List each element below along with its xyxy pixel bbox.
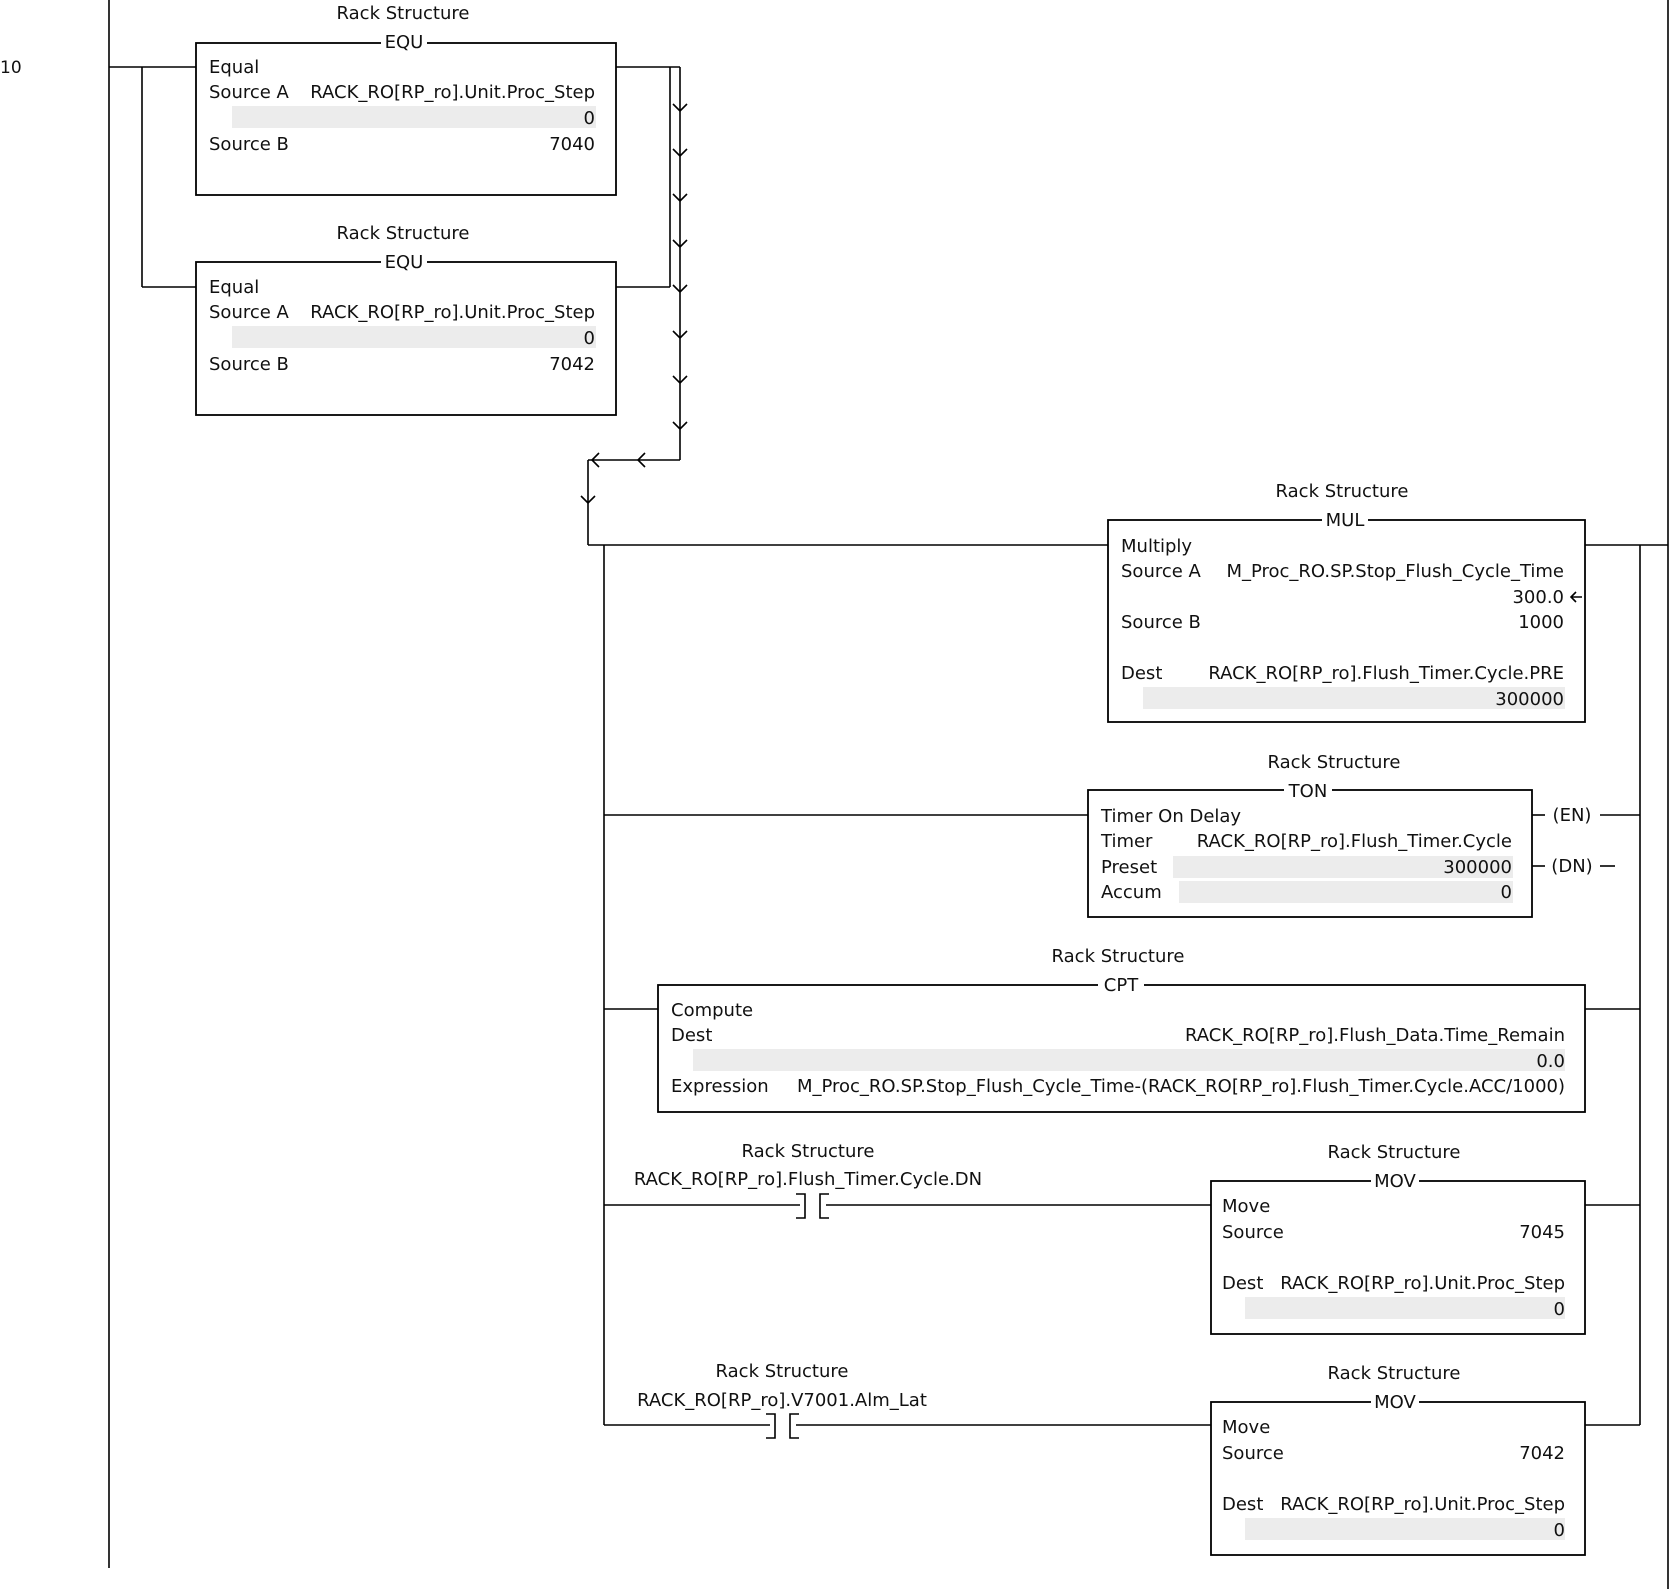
dest-operand[interactable]: RACK_RO[RP_ro].Unit.Proc_Step	[1280, 1494, 1565, 1515]
instruction-tag: Rack Structure	[1276, 481, 1409, 502]
value-field	[1245, 1518, 1565, 1540]
source-b-value[interactable]: 7042	[549, 354, 595, 375]
source-label: Source	[1222, 1443, 1284, 1464]
contact-tag: Rack Structure	[716, 1361, 849, 1382]
dest-value: 0	[1554, 1299, 1565, 1320]
dest-value: 300000	[1495, 689, 1564, 710]
instruction-mnemonic: MUL	[1326, 510, 1365, 531]
dn-bit-label: (DN)	[1551, 856, 1592, 877]
instruction-mnemonic: MOV	[1374, 1392, 1416, 1413]
instruction-title: Equal	[209, 57, 259, 78]
instruction-mnemonic: EQU	[385, 252, 424, 273]
source-b-label: Source B	[209, 354, 289, 375]
instruction-mnemonic: TON	[1288, 781, 1328, 802]
dest-value: 0.0	[1536, 1051, 1565, 1072]
instruction-title: Move	[1222, 1417, 1270, 1438]
ton-instruction[interactable]: Rack Structure TON Timer On Delay Timer …	[1087, 752, 1593, 918]
source-a-operand[interactable]: M_Proc_RO.SP.Stop_Flush_Cycle_Time	[1226, 561, 1564, 582]
equ-instruction-2[interactable]: Rack Structure EQU Equal Source A RACK_R…	[195, 223, 617, 416]
source-value[interactable]: 7042	[1519, 1443, 1565, 1464]
value-field	[1173, 856, 1513, 878]
source-label: Source	[1222, 1222, 1284, 1243]
source-b-value[interactable]: 1000	[1518, 612, 1564, 633]
value-field	[232, 106, 596, 128]
value-field	[1245, 1297, 1565, 1319]
mov-instruction-2[interactable]: Rack Structure MOV Move Source 7042 Dest…	[1210, 1363, 1586, 1556]
contact-right-bracket	[789, 1413, 799, 1439]
source-a-label: Source A	[1121, 561, 1202, 582]
expression-label: Expression	[671, 1076, 769, 1097]
value-field	[1143, 687, 1565, 709]
accum-value[interactable]: 0	[1501, 882, 1512, 903]
instruction-mnemonic: EQU	[385, 32, 424, 53]
value-field	[693, 1049, 1565, 1071]
contact-operand[interactable]: RACK_RO[RP_ro].V7001.Alm_Lat	[637, 1390, 927, 1411]
timer-label: Timer	[1100, 831, 1153, 852]
instruction-tag: Rack Structure	[1052, 946, 1185, 967]
power-flow-arrows	[580, 103, 688, 505]
arrow-left-icon	[1569, 591, 1582, 603]
en-bit-label: (EN)	[1553, 805, 1592, 826]
contact-left-bracket	[766, 1413, 776, 1439]
dest-operand[interactable]: RACK_RO[RP_ro].Flush_Data.Time_Remain	[1185, 1025, 1565, 1046]
instruction-title: Equal	[209, 277, 259, 298]
source-b-label: Source B	[1121, 612, 1201, 633]
timer-operand[interactable]: RACK_RO[RP_ro].Flush_Timer.Cycle	[1197, 831, 1512, 852]
preset-label: Preset	[1101, 857, 1157, 878]
preset-value[interactable]: 300000	[1443, 857, 1512, 878]
instruction-title: Multiply	[1121, 536, 1192, 557]
source-a-operand[interactable]: RACK_RO[RP_ro].Unit.Proc_Step	[310, 82, 595, 103]
source-a-label: Source A	[209, 82, 290, 103]
dest-label: Dest	[1222, 1494, 1263, 1515]
instruction-mnemonic: CPT	[1104, 975, 1139, 996]
instruction-mnemonic: MOV	[1374, 1171, 1416, 1192]
instruction-tag: Rack Structure	[337, 223, 470, 244]
instruction-box	[657, 984, 1586, 1113]
instruction-tag: Rack Structure	[1268, 752, 1401, 773]
xic-contact-1[interactable]: Rack Structure RACK_RO[RP_ro].Flush_Time…	[634, 1141, 982, 1219]
contact-right-bracket	[819, 1193, 829, 1219]
instruction-tag: Rack Structure	[337, 3, 470, 24]
value-field	[1179, 881, 1513, 903]
value-field	[232, 326, 596, 348]
cpt-instruction[interactable]: Rack Structure CPT Compute Dest RACK_RO[…	[657, 946, 1586, 1113]
source-value[interactable]: 7045	[1519, 1222, 1565, 1243]
xic-contact-2[interactable]: Rack Structure RACK_RO[RP_ro].V7001.Alm_…	[637, 1361, 927, 1439]
dest-operand[interactable]: RACK_RO[RP_ro].Unit.Proc_Step	[1280, 1273, 1565, 1294]
expression-value[interactable]: M_Proc_RO.SP.Stop_Flush_Cycle_Time-(RACK…	[797, 1076, 1565, 1097]
dest-label: Dest	[671, 1025, 712, 1046]
dest-operand[interactable]: RACK_RO[RP_ro].Flush_Timer.Cycle.PRE	[1208, 663, 1564, 684]
dest-value: 0	[1554, 1520, 1565, 1541]
source-a-value: 0	[584, 328, 595, 349]
dest-label: Dest	[1222, 1273, 1263, 1294]
mul-instruction[interactable]: Rack Structure MUL Multiply Source A M_P…	[1107, 481, 1586, 723]
source-b-value[interactable]: 7040	[549, 134, 595, 155]
source-b-label: Source B	[209, 134, 289, 155]
contact-left-bracket	[796, 1193, 806, 1219]
instruction-title: Move	[1222, 1196, 1270, 1217]
contact-operand[interactable]: RACK_RO[RP_ro].Flush_Timer.Cycle.DN	[634, 1169, 982, 1190]
instruction-tag: Rack Structure	[1328, 1142, 1461, 1163]
accum-label: Accum	[1101, 882, 1162, 903]
source-a-value: 300.0	[1512, 587, 1564, 608]
contact-tag: Rack Structure	[742, 1141, 875, 1162]
source-a-operand[interactable]: RACK_RO[RP_ro].Unit.Proc_Step	[310, 302, 595, 323]
source-a-value: 0	[584, 108, 595, 129]
dest-label: Dest	[1121, 663, 1162, 684]
instruction-title: Timer On Delay	[1100, 806, 1241, 827]
equ-instruction-1[interactable]: Rack Structure EQU Equal Source A RACK_R…	[195, 3, 617, 196]
rung-number: 10	[0, 58, 22, 78]
instruction-tag: Rack Structure	[1328, 1363, 1461, 1384]
mov-instruction-1[interactable]: Rack Structure MOV Move Source 7045 Dest…	[1210, 1142, 1586, 1335]
instruction-title: Compute	[671, 1000, 753, 1021]
source-a-label: Source A	[209, 302, 290, 323]
